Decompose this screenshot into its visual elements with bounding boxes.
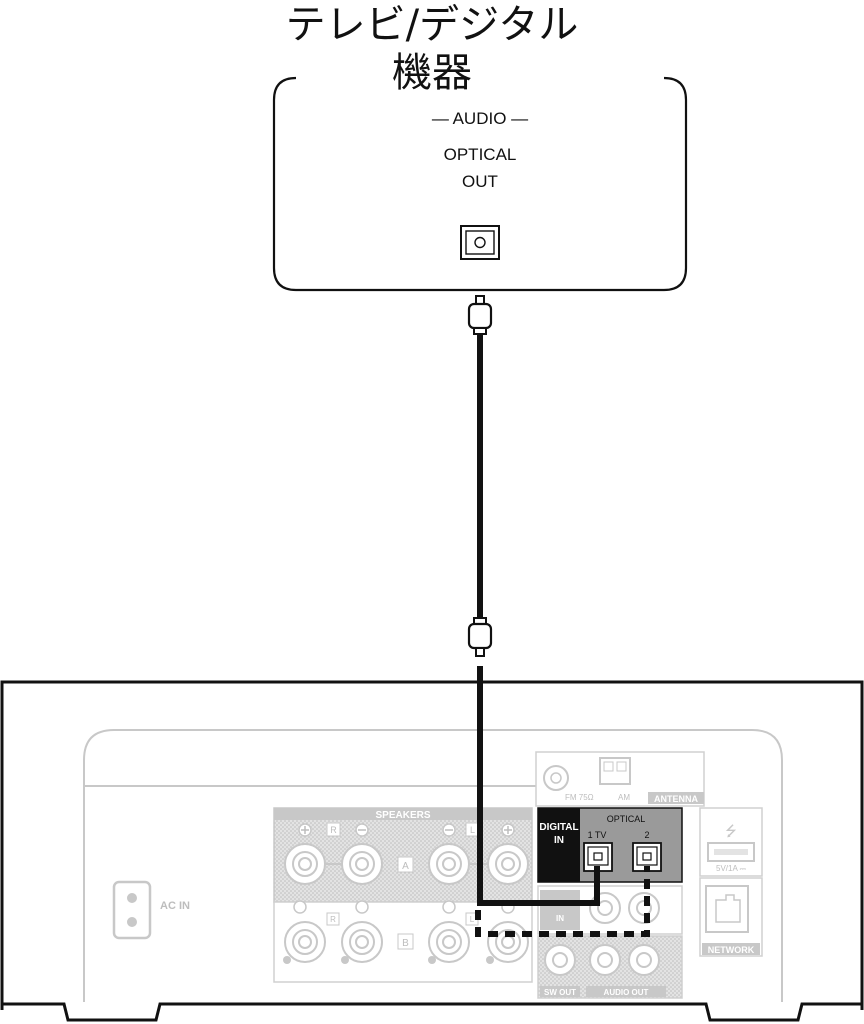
ac-in-socket: AC IN <box>112 880 190 940</box>
receiver-enclosure <box>0 680 864 1022</box>
audio-section-label: — AUDIO — <box>432 109 528 128</box>
audio-out-label: AUDIO OUT <box>604 988 649 997</box>
channel-l-label-a: L <box>470 825 475 835</box>
diagram-title-line2: 機器 <box>392 50 472 96</box>
optical-out-jack-icon <box>460 225 500 260</box>
antenna-section: FM 75Ω AM ANTENNA <box>535 751 705 807</box>
optical-input-label: OPTICAL <box>607 814 646 824</box>
am-label: AM <box>618 793 630 802</box>
analog-in-label: IN <box>556 914 564 923</box>
usb-network-section: ⭍ 5V/1A ⎓ NETWORK <box>699 807 763 957</box>
optical-port1-label: 1 TV <box>588 830 607 840</box>
digital-in-section: DIGITAL IN OPTICAL 1 TV 2 <box>537 807 683 883</box>
usb-icon: ⭍ <box>725 824 737 840</box>
antenna-label: ANTENNA <box>654 794 698 804</box>
zone-a-label: A <box>402 861 409 872</box>
network-label: NETWORK <box>708 945 755 955</box>
network-port-icon <box>705 885 749 933</box>
digital-in-label-line1: DIGITAL <box>539 822 578 833</box>
speaker-terminals: SPEAKERS R L A <box>273 807 533 983</box>
channel-r-label-a: R <box>330 825 337 835</box>
usb-rating-label: 5V/1A ⎓ <box>716 864 747 873</box>
ac-in-label: AC IN <box>160 900 190 912</box>
optical-port2-label: 2 <box>644 830 649 840</box>
speakers-label: SPEAKERS <box>375 810 430 821</box>
zone-b-label: B <box>402 938 409 949</box>
optical-out-label-line1: OPTICAL <box>444 145 517 164</box>
source-device: — AUDIO — OPTICAL OUT <box>272 76 688 292</box>
sw-out-label: SW OUT <box>544 988 576 997</box>
optical-out-label-line2: OUT <box>462 172 498 191</box>
analog-io-section: IN SW OUT AUDIO OUT <box>537 885 683 999</box>
digital-in-label-line2: IN <box>554 835 564 846</box>
channel-r-label-b: R <box>330 915 336 924</box>
fm-label: FM 75Ω <box>565 793 594 802</box>
cable-route <box>475 666 650 937</box>
optical-cable <box>467 295 493 657</box>
channel-l-label-b: L <box>470 915 475 924</box>
diagram-title-line1: テレビ/デジタル <box>285 2 579 48</box>
